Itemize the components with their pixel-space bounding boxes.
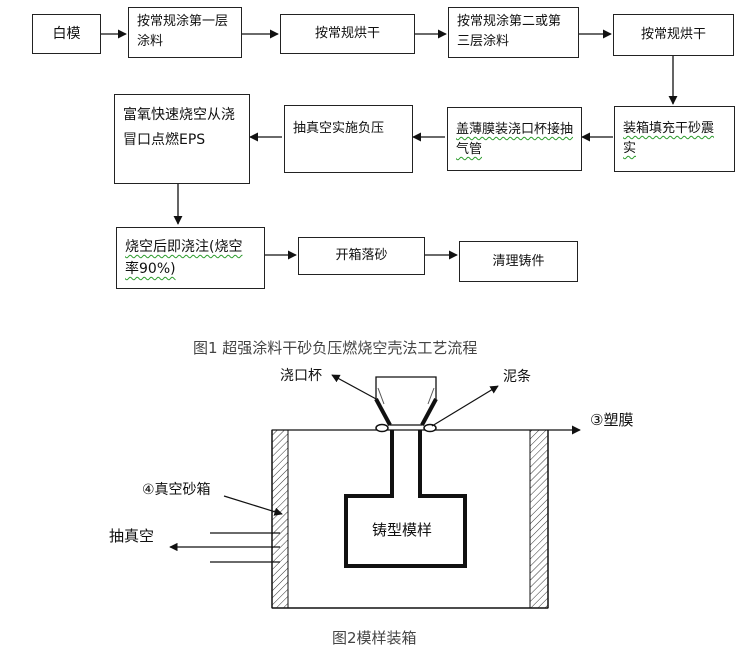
casting-pattern	[344, 430, 467, 568]
step-dry-1: 按常规烘干	[280, 14, 415, 54]
step-shakeout: 开箱落砂	[298, 237, 425, 275]
step-label: 按常规烘干	[314, 26, 380, 41]
step-label: 白模	[52, 26, 81, 42]
step-vacuum: 抽真空实施负压	[284, 105, 413, 173]
label-film: ③塑膜	[590, 411, 634, 429]
step-white-pattern: 白模	[32, 14, 101, 54]
vacuum-box-leader	[223, 495, 283, 516]
step-label: 按常规涂第二或第三层涂料	[457, 14, 562, 49]
label-pattern: 铸型模样	[372, 521, 433, 539]
vacuum-sand-box	[271, 429, 549, 609]
left-wall-hatch	[271, 429, 289, 609]
step-label: 盖薄膜装浇口杯接抽气管	[456, 122, 574, 157]
label-vacuum: 抽真空	[109, 527, 155, 545]
label-vacuum-box: ④真空砂箱	[142, 482, 211, 498]
step-boxing-sand: 装箱填充干砂震实	[614, 106, 735, 172]
fig1-caption: 图1 超强涂料干砂负压燃烧空壳法工艺流程	[193, 339, 478, 357]
clay-strip-right	[423, 423, 437, 433]
step-label: 富氧快速烧空从浇冒口点燃EPS	[123, 107, 235, 148]
step-label: 烧空后即浇注(烧空率90%)	[125, 239, 243, 277]
clay-strip-leader	[431, 385, 499, 427]
step-label: 按常规烘干	[640, 27, 706, 42]
step-label: 开箱落砂	[335, 248, 388, 263]
step-pour: 烧空后即浇注(烧空率90%)	[116, 227, 265, 289]
step-cover-film: 盖薄膜装浇口杯接抽气管	[447, 107, 582, 171]
clay-strip-left	[375, 423, 389, 433]
sprue-cup-leader	[331, 374, 379, 401]
step-first-coat: 按常规涂第一层涂料	[128, 7, 242, 58]
right-wall-hatch	[529, 429, 549, 609]
step-label: 装箱填充干砂震实	[623, 121, 715, 156]
step-cleaning: 清理铸件	[459, 241, 578, 282]
sprue-cup	[374, 376, 438, 426]
label-clay-strip: 泥条	[503, 369, 531, 385]
step-label: 清理铸件	[492, 253, 545, 269]
fig2-caption: 图2模样装箱	[332, 629, 417, 647]
label-sprue-cup: 浇口杯	[280, 368, 322, 384]
step-label: 抽真空实施负压	[293, 121, 385, 136]
step-burn-out: 富氧快速烧空从浇冒口点燃EPS	[114, 94, 250, 184]
step-dry-2: 按常规烘干	[613, 14, 734, 56]
step-label: 按常规涂第一层涂料	[137, 14, 229, 49]
step-second-third-coat: 按常规涂第二或第三层涂料	[448, 7, 579, 58]
